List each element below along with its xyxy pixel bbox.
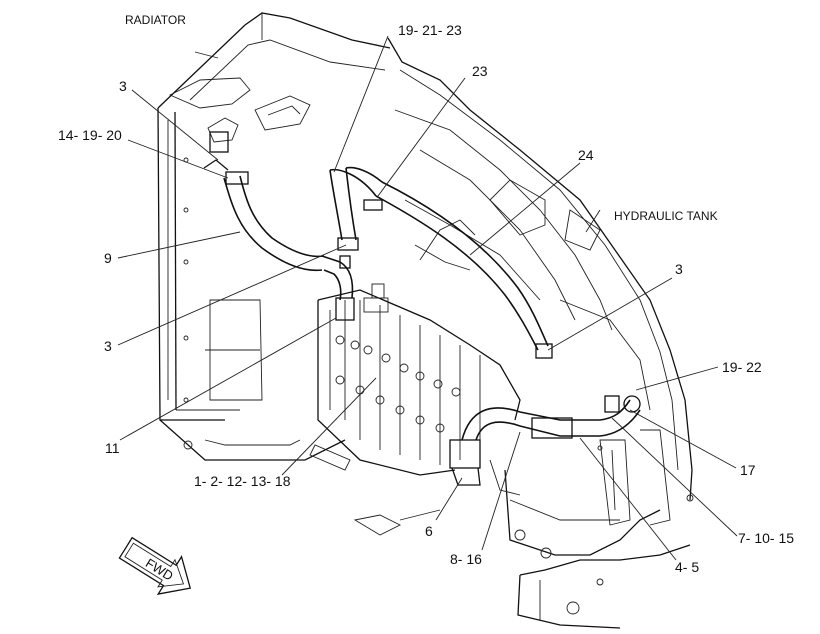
fitting-3-left (337, 237, 359, 251)
callouts: RADIATOR 19- 21- 23 23 3 14- 19- 20 24 H… (58, 13, 794, 575)
hose-9 (223, 177, 323, 272)
fwd-arrow: FWD (118, 536, 192, 595)
callout-1-2-12-13-18: 1- 2- 12- 13- 18 (194, 473, 291, 489)
callout-7-10-15: 7- 10- 15 (738, 530, 794, 546)
callout-8-16: 8- 16 (450, 551, 482, 567)
clamp-14-19-20 (225, 171, 249, 185)
callout-4-5: 4- 5 (675, 559, 699, 575)
callout-3-right: 3 (675, 261, 683, 277)
callout-11: 11 (105, 440, 120, 456)
callout-3-left: 3 (104, 338, 112, 354)
fitting-17 (623, 395, 641, 413)
radiator-frame (157, 12, 391, 471)
hose-7-10-15 (461, 399, 631, 441)
callout-9: 9 (104, 250, 112, 266)
callout-19-21-23: 19- 21- 23 (398, 22, 462, 38)
leader-lines (117, 35, 738, 561)
callout-3-top: 3 (119, 78, 127, 94)
hydraulic-tank (353, 37, 694, 629)
hose-23 (329, 169, 343, 241)
radiator-label: RADIATOR (125, 13, 186, 27)
callout-14-19-20: 14- 19- 20 (58, 127, 122, 143)
hose-24 (375, 195, 539, 351)
hoses (203, 131, 641, 486)
clamp-4-5 (531, 417, 573, 439)
callout-24: 24 (578, 147, 594, 163)
fwd-label: FWD (143, 555, 176, 583)
control-valve (317, 283, 521, 496)
callout-6: 6 (425, 523, 433, 539)
callout-17: 17 (740, 462, 756, 478)
fitting-3-right (535, 343, 553, 359)
hydraulic-tank-label: HYDRAULIC TANK (614, 209, 718, 223)
callout-23: 23 (472, 63, 488, 79)
callout-19-22: 19- 22 (722, 359, 762, 375)
elbow-6 (449, 439, 481, 469)
fitting-11 (335, 297, 355, 321)
